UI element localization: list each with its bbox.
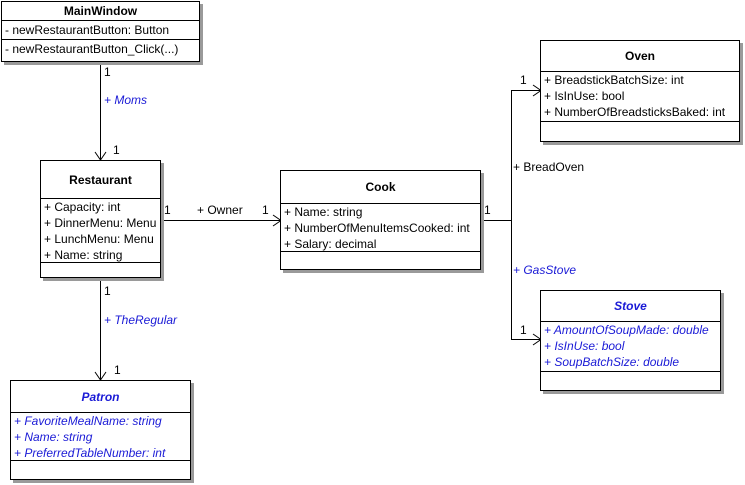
- class-title: Cook: [281, 171, 480, 204]
- gasstove-role-label[interactable]: + GasStove: [513, 263, 577, 277]
- attribute-row: - newRestaurantButton: Button: [5, 23, 170, 37]
- class-restaurant[interactable]: Restaurant + Capacity: int + DinnerMenu:…: [40, 160, 161, 278]
- breadoven-target-multiplicity: 1: [520, 73, 527, 87]
- owner-target-multiplicity: 1: [262, 203, 269, 217]
- class-title: Stove: [541, 291, 720, 322]
- moms-role-label[interactable]: + Moms: [104, 93, 148, 107]
- operations-section: [11, 461, 190, 463]
- class-title: Restaurant: [41, 161, 160, 199]
- gasstove-association-line: [511, 220, 541, 340]
- gasstove-target-multiplicity: 1: [520, 323, 527, 337]
- class-title: MainWindow: [2, 2, 199, 21]
- breadoven-association-line: [511, 90, 541, 221]
- attributes-section: - newRestaurantButton: Button: [2, 21, 199, 40]
- attribute-row: + SoupBatchSize: double: [544, 355, 680, 369]
- attribute-row: + AmountOfSoupMade: double: [544, 323, 709, 337]
- class-title: Oven: [541, 41, 739, 72]
- operation-row: - newRestaurantButton_Click(...): [5, 42, 179, 56]
- class-title: Patron: [11, 381, 190, 413]
- attributes-section: + Name: string + NumberOfMenuItemsCooked…: [281, 204, 480, 252]
- attributes-section: + BreadstickBatchSize: int + IsInUse: bo…: [541, 72, 739, 122]
- attribute-row: + BreadstickBatchSize: int: [544, 73, 684, 87]
- operations-section: [541, 372, 720, 374]
- attribute-row: + Name: string: [14, 430, 93, 444]
- attribute-row: + Name: string: [284, 205, 363, 219]
- class-cook[interactable]: Cook + Name: string + NumberOfMenuItemsC…: [280, 170, 481, 270]
- breadoven-role-label[interactable]: + BreadOven: [513, 160, 585, 174]
- attributes-section: + FavoriteMealName: string + Name: strin…: [11, 413, 190, 461]
- class-patron[interactable]: Patron + FavoriteMealName: string + Name…: [10, 380, 191, 480]
- moms-source-multiplicity: 1: [104, 65, 111, 79]
- attribute-row: + FavoriteMealName: string: [14, 414, 162, 428]
- class-stove[interactable]: Stove + AmountOfSoupMade: double + IsInU…: [540, 290, 721, 391]
- operations-section: [41, 263, 160, 265]
- class-mainwindow[interactable]: MainWindow - newRestaurantButton: Button…: [1, 1, 200, 62]
- attribute-row: + NumberOfMenuItemsCooked: int: [284, 221, 470, 235]
- attribute-row: + IsInUse: bool: [544, 339, 625, 353]
- theregular-target-multiplicity: 1: [114, 363, 121, 377]
- attribute-row: + NumberOfBreadsticksBaked: int: [544, 105, 726, 119]
- theregular-role-label[interactable]: + TheRegular: [104, 313, 178, 327]
- attribute-row: + LunchMenu: Menu: [44, 232, 154, 246]
- class-oven[interactable]: Oven + BreadstickBatchSize: int + IsInUs…: [540, 40, 740, 142]
- owner-role-label[interactable]: + Owner: [197, 203, 243, 217]
- breadoven-source-multiplicity: 1: [484, 203, 491, 217]
- operations-section: [281, 252, 480, 254]
- owner-source-multiplicity: 1: [164, 203, 171, 217]
- attributes-section: + AmountOfSoupMade: double + IsInUse: bo…: [541, 322, 720, 372]
- operations-section: - newRestaurantButton_Click(...): [2, 40, 199, 58]
- attribute-row: + DinnerMenu: Menu: [44, 216, 157, 230]
- attribute-row: + Salary: decimal: [284, 237, 377, 251]
- attributes-section: + Capacity: int + DinnerMenu: Menu + Lun…: [41, 199, 160, 263]
- attribute-row: + Name: string: [44, 248, 123, 262]
- attribute-row: + IsInUse: bool: [544, 89, 625, 103]
- theregular-source-multiplicity: 1: [104, 284, 111, 298]
- moms-target-multiplicity: 1: [113, 143, 120, 157]
- attribute-row: + PreferredTableNumber: int: [14, 446, 166, 460]
- operations-section: [541, 122, 739, 124]
- attribute-row: + Capacity: int: [44, 200, 121, 214]
